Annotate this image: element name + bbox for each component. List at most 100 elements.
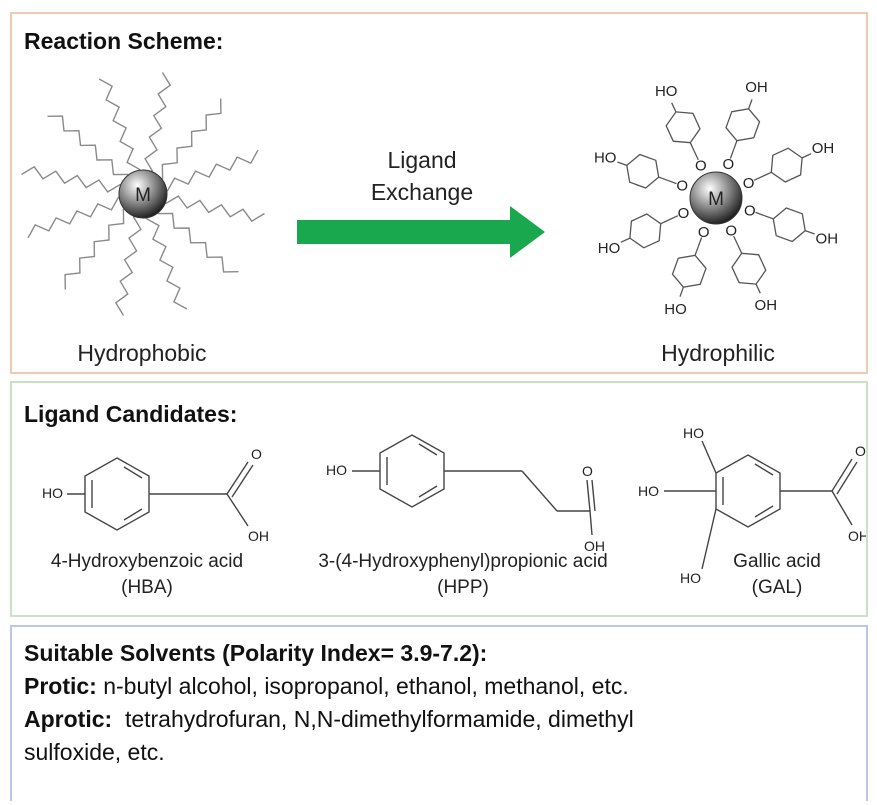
alkyl-chain: [64, 208, 125, 290]
ligand-ring: [731, 252, 767, 285]
ligand-bond: [679, 286, 685, 297]
protic-line: Protic: n-butyl alcohol, isopropanol, et…: [24, 670, 629, 703]
gal-ho-mid-label: HO: [638, 483, 659, 499]
aprotic-text: tetrahydrofuran, N,N-dimethylformamide, …: [112, 706, 634, 732]
ligand-bond: [694, 246, 699, 256]
alkyl-chain: [114, 216, 142, 316]
metal-label-right: M: [708, 189, 724, 210]
arrow-label: Ligand Exchange: [332, 144, 512, 208]
arrow-label-line1: Ligand: [387, 147, 457, 173]
ligand-bond: [668, 215, 679, 221]
solvents-title-text: Suitable Solvents (Polarity Index= 3.9-7…: [24, 640, 488, 666]
alkyl-chain: [47, 115, 129, 176]
hba-abbr: (HBA): [121, 577, 173, 598]
hba-ho-label: HO: [42, 485, 63, 501]
aprotic-line-2: sulfoxide, etc.: [24, 739, 165, 765]
gal-name: Gallic acid: [733, 551, 821, 572]
hba-structure: [67, 457, 254, 531]
ligand-ring: [629, 213, 662, 249]
ligand-o-label: O: [744, 202, 756, 219]
ligand-bond: [617, 161, 628, 167]
hpp-abbr: (HPP): [437, 577, 489, 598]
protic-text: n-butyl alcohol, isopropanol, ethanol, m…: [96, 673, 629, 699]
ligand-hydroxyl-label: OH: [812, 140, 835, 157]
ligand-ring: [626, 153, 660, 189]
metal-label-left: M: [135, 185, 151, 206]
ligand-hydroxyl-label: HO: [664, 301, 687, 318]
gal-caption: Gallic acid (GAL): [712, 549, 842, 601]
arrow-label-line2: Exchange: [370, 179, 474, 205]
ligand-o-label: O: [743, 175, 755, 192]
ligand-exchange-arrow: [297, 206, 545, 258]
hydrophilic-label: Hydrophilic: [661, 340, 775, 366]
ligand-ring: [665, 111, 701, 144]
ligand-bond: [693, 150, 699, 161]
aprotic-line: Aprotic: tetrahydrofuran, N,N-dimethylfo…: [24, 703, 634, 736]
alkyl-chain: [27, 196, 120, 239]
ligand-candidates-panel: Ligand Candidates:: [10, 381, 868, 617]
hydrophilic-ligand-shell: [617, 99, 815, 297]
metal-core-hydrophobic: [118, 169, 168, 219]
ligand-bond: [658, 176, 668, 181]
ligand-bond: [764, 215, 774, 220]
ligand-o-label: O: [698, 224, 710, 241]
alkyl-chain: [157, 212, 239, 273]
ligand-bond: [753, 175, 764, 181]
ligand-hydroxyl-label: OH: [755, 297, 778, 314]
ligand-bond: [733, 140, 738, 150]
hba-oh-label: OH: [248, 528, 269, 544]
gal-ho-bottom-label: HO: [680, 570, 701, 586]
ligand-bond: [747, 99, 753, 110]
hpp-ho-label: HO: [326, 462, 347, 478]
ligand-ring: [725, 108, 761, 142]
ligand-hydroxyl-label: HO: [594, 150, 617, 167]
hpp-structure: [352, 434, 596, 536]
ligand-structures: HO O OH HO O OH HO HO HO O OH: [42, 425, 866, 586]
ligand-ring: [671, 254, 707, 288]
metal-core-hydrophilic: [689, 171, 743, 225]
ligand-o-label: O: [725, 223, 737, 240]
solvents-title: Suitable Solvents (Polarity Index= 3.9-7…: [24, 637, 487, 670]
ligand-ring: [772, 207, 806, 243]
hpp-caption: 3-(4-Hydroxyphenyl)propionic acid (HPP): [278, 549, 648, 601]
ligand-bond: [733, 235, 739, 246]
reaction-scheme-title: Reaction Scheme:: [24, 28, 224, 54]
ligand-bond: [689, 142, 695, 152]
ligand-bond: [671, 102, 677, 113]
gal-o-label: O: [855, 443, 866, 459]
ligand-o-label: O: [676, 178, 688, 195]
ligand-bond: [666, 179, 677, 185]
ligand-bond: [737, 244, 743, 254]
ligand-hydroxyl-label: HO: [655, 83, 678, 100]
ligand-bond: [660, 219, 670, 225]
ligand-bond: [697, 237, 703, 248]
ligand-bond: [729, 148, 735, 159]
alkyl-chain: [161, 98, 222, 180]
alkyl-chain: [145, 217, 188, 310]
ligand-hydroxyl-label: HO: [598, 240, 621, 257]
hydrophobic-label: Hydrophobic: [77, 340, 207, 366]
ligand-o-label: O: [722, 156, 734, 173]
gal-abbr: (GAL): [751, 577, 803, 598]
alkyl-chain: [98, 78, 141, 171]
hba-caption: 4-Hydroxybenzoic acid (HBA): [22, 549, 272, 601]
aprotic-label: Aprotic:: [24, 706, 113, 732]
ligand-bond: [755, 211, 766, 217]
alkyl-chain: [21, 165, 121, 193]
hpp-name: 3-(4-Hydroxyphenyl)propionic acid: [318, 551, 608, 572]
ligand-hydroxyl-label: OH: [816, 231, 839, 248]
hba-name: 4-Hydroxybenzoic acid: [50, 551, 244, 572]
ligand-bond: [762, 171, 772, 177]
alkyl-chain: [166, 149, 259, 192]
gallic-acid-structure: [664, 440, 858, 570]
ligand-o-label: O: [695, 157, 707, 174]
ligand-bond: [801, 153, 812, 159]
gal-ho-top-label: HO: [683, 425, 704, 441]
protic-label: Protic:: [24, 673, 97, 699]
ligand-bond: [755, 283, 761, 294]
solvents-panel: Suitable Solvents (Polarity Index= 3.9-7…: [10, 625, 868, 801]
alkyl-chain: [165, 195, 265, 223]
